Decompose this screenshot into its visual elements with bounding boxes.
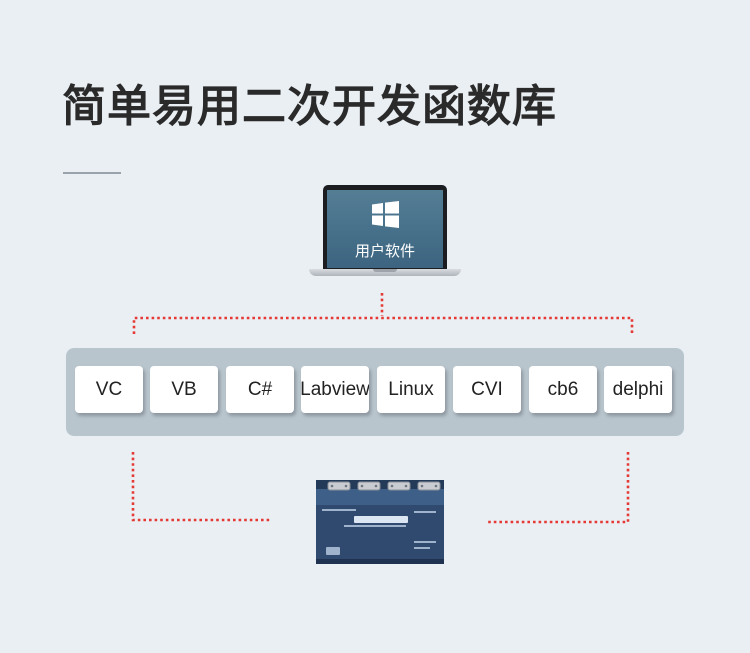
language-cvi: CVI — [453, 366, 521, 413]
language-labview: Labview — [301, 366, 369, 413]
right-device-connector — [486, 452, 630, 524]
top-bracket — [132, 316, 634, 334]
language-linux: Linux — [377, 366, 445, 413]
windows-logo-icon — [372, 201, 399, 228]
laptop-base — [309, 269, 461, 276]
laptop-notch — [373, 269, 397, 272]
laptop-screen: 用户软件 — [323, 185, 447, 270]
language-panel: VC VB C# Labview Linux CVI cb6 delphi — [66, 348, 684, 436]
language-vc: VC — [75, 366, 143, 413]
laptop-display: 用户软件 — [327, 190, 443, 268]
language-delphi: delphi — [604, 366, 672, 413]
language-vb: VB — [150, 366, 218, 413]
language-csharp: C# — [226, 366, 294, 413]
laptop-label: 用户软件 — [354, 242, 415, 260]
language-cb6: cb6 — [529, 366, 597, 413]
laptop: 用户软件 — [305, 185, 461, 279]
usbcan-device-icon — [316, 480, 444, 564]
page-title: 简单易用二次开发函数库 — [62, 81, 557, 132]
title-underline — [63, 172, 121, 174]
left-device-connector — [131, 452, 272, 522]
